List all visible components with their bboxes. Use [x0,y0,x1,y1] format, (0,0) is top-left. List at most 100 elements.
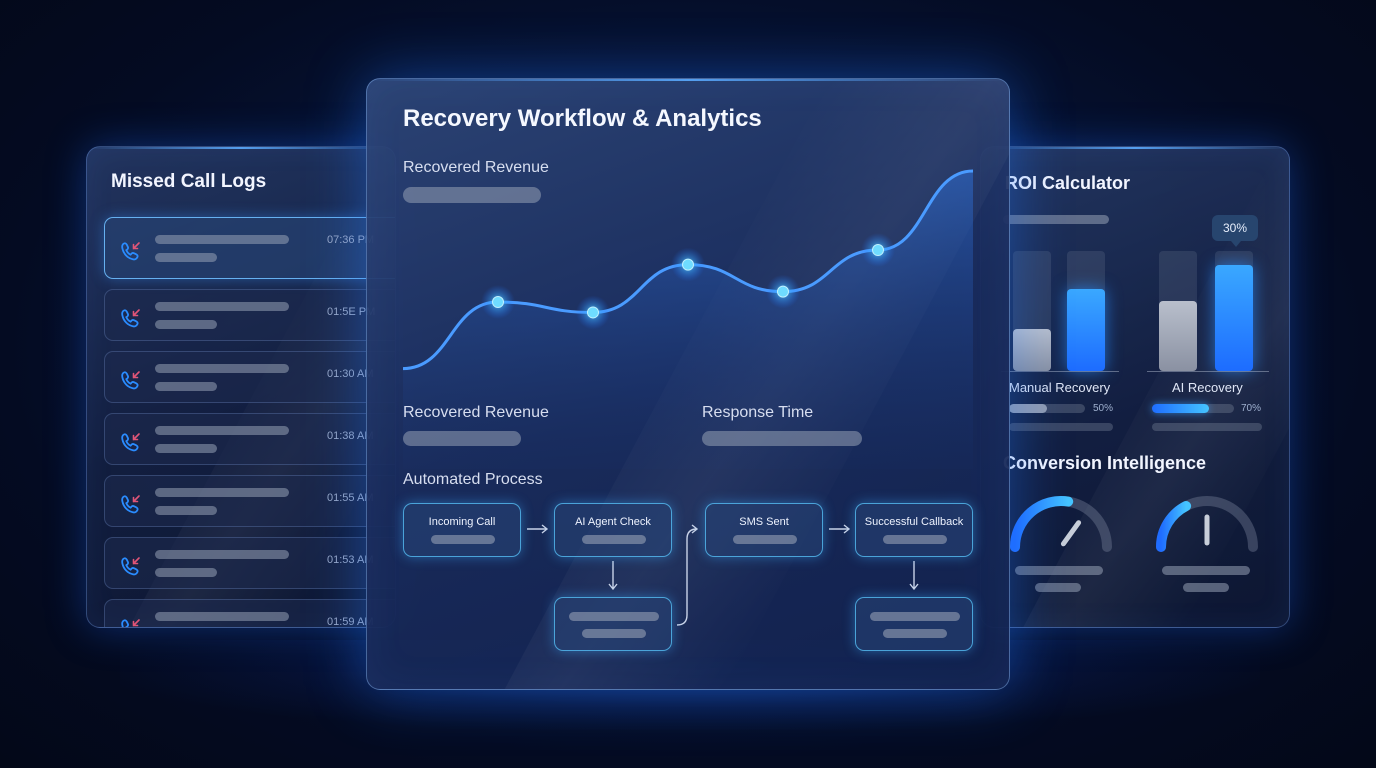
ai-blue-bar [1215,265,1253,371]
call-log-row[interactable]: 01:55 AM [104,475,395,527]
call-time: 01:5E PM [327,306,376,318]
substep-ai-agent[interactable] [554,597,672,651]
manual-progress-fill [1009,404,1047,413]
step-label: SMS Sent [739,516,789,528]
chart-point[interactable] [492,296,504,309]
substep-bar [883,629,947,638]
missed-call-icon [121,557,140,576]
call-time: 07:36 PM [327,234,375,246]
panel-title: Missed Call Logs [111,171,267,192]
ai-gray-bar [1159,301,1197,371]
call-time: 01:53 AM [327,554,374,566]
caller-detail-placeholder [155,253,217,262]
ai-progress-track [1152,404,1234,413]
missed-call-icon [121,619,140,627]
caller-name-placeholder [155,302,289,311]
roi-title: ROI Calculator [1005,173,1131,193]
step-sms-sent[interactable]: SMS Sent [705,503,823,557]
step-bar [733,535,797,544]
metric-response-label: Response Time [702,404,814,421]
recovery-workflow-panel: Recovery Workflow & Analytics Recovered … [366,78,1010,690]
step-label: Successful Callback [864,516,964,528]
caller-name-placeholder [155,235,289,244]
substep-bar [582,629,646,638]
caller-name-placeholder [155,612,289,621]
chart-point[interactable] [872,244,884,257]
metric-revenue-label: Recovered Revenue [403,404,549,421]
step-bar [883,535,947,544]
ai-percent: 70% [1241,403,1262,414]
gauge-2-sub-bar [1183,583,1229,592]
missed-call-icon [121,433,140,452]
panel-title: Recovery Workflow & Analytics [403,105,762,132]
call-time: 01:55 AM [327,492,374,504]
caller-detail-placeholder [155,568,217,577]
call-time: 01:38 AM [327,430,374,442]
ai-baseline [1147,371,1269,372]
gauge-1 [1010,496,1112,552]
chart-point[interactable] [777,285,789,298]
substep-callback[interactable] [855,597,973,651]
missed-call-icon [121,495,140,514]
caller-detail-placeholder [155,382,217,391]
arrow-2 [676,524,699,626]
step-label: AI Agent Check [575,516,651,528]
manual-subbar [1009,423,1113,431]
call-log-row[interactable]: 07:36 PM [104,217,395,279]
manual-baseline [1001,371,1119,372]
missed-call-icon [121,371,140,390]
manual-gray-bar [1013,329,1051,371]
arrow-3 [829,524,851,534]
arrow-1 [527,524,549,534]
chart-value-placeholder [403,187,541,203]
arrow-down-1 [608,561,618,591]
call-time: 01:59 AM [327,616,374,628]
ai-recovery-label: AI Recovery [1172,380,1243,395]
metric-response-placeholder [702,431,862,446]
caller-name-placeholder [155,550,289,559]
caller-detail-placeholder [155,320,217,329]
manual-progress-track [1009,404,1085,413]
roi-calculator-panel: ROI Calculator 30% Manual Recovery AI Re… [980,146,1290,628]
chart-point[interactable] [587,306,599,319]
step-successful-callback[interactable]: Successful Callback [855,503,973,557]
subtitle-placeholder [1003,215,1109,224]
missed-call-icon [121,242,140,261]
step-bar [582,535,646,544]
conversion-intelligence-title: Conversion Intelligence [1003,453,1207,473]
call-log-row[interactable]: 01:59 AM [104,599,395,628]
ai-subbar [1152,423,1262,431]
caller-detail-placeholder [155,444,217,453]
substep-bar [569,612,659,621]
missed-call-icon [121,309,140,328]
caller-name-placeholder [155,488,289,497]
metric-revenue-placeholder [403,431,521,446]
gauge-2 [1156,496,1258,552]
missed-call-logs-panel: Missed Call Logs 07:36 PM 01:5E PM 01:30 A… [86,146,396,628]
call-log-row[interactable]: 01:38 AM [104,413,395,465]
call-log-row[interactable]: 01:30 AM [104,351,395,403]
substep-bar [870,612,960,621]
caller-detail-placeholder [155,506,217,515]
manual-recovery-label: Manual Recovery [1009,380,1111,395]
chart-point[interactable] [682,258,694,271]
call-log-row[interactable]: 01:5E PM [104,289,395,341]
step-ai-agent-check[interactable]: AI Agent Check [554,503,672,557]
gauge-1-sub-bar [1035,583,1081,592]
gauge-group [1010,496,1258,592]
manual-blue-bar [1067,289,1105,371]
chart-label: Recovered Revenue [403,159,549,176]
chart-area-fill [403,171,973,469]
value-tooltip: 30% [1212,215,1258,247]
arrow-down-2 [909,561,919,591]
manual-percent: 50% [1093,403,1114,414]
ai-progress-fill [1152,404,1210,413]
gauge-1-label-bar [1015,566,1103,575]
call-log-row[interactable]: 01:53 AM [104,537,395,589]
step-bar [431,535,495,544]
step-incoming-call[interactable]: Incoming Call [403,503,521,557]
step-label: Incoming Call [428,516,496,528]
gauge-2-label-bar [1162,566,1250,575]
caller-name-placeholder [155,364,289,373]
call-time: 01:30 AM [327,368,374,380]
